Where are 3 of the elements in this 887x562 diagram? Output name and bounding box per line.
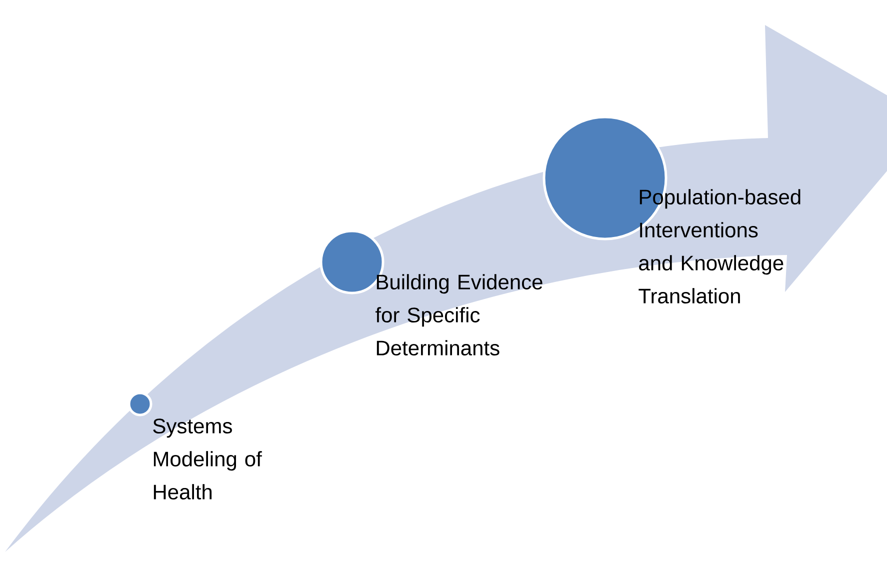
node-caption: Population-based Interventions and Knowledge Translation bbox=[638, 189, 800, 304]
node-caption: Building Evidence for Specific Determinants bbox=[376, 274, 542, 356]
node-caption: Systems Modeling of Health bbox=[153, 418, 262, 500]
